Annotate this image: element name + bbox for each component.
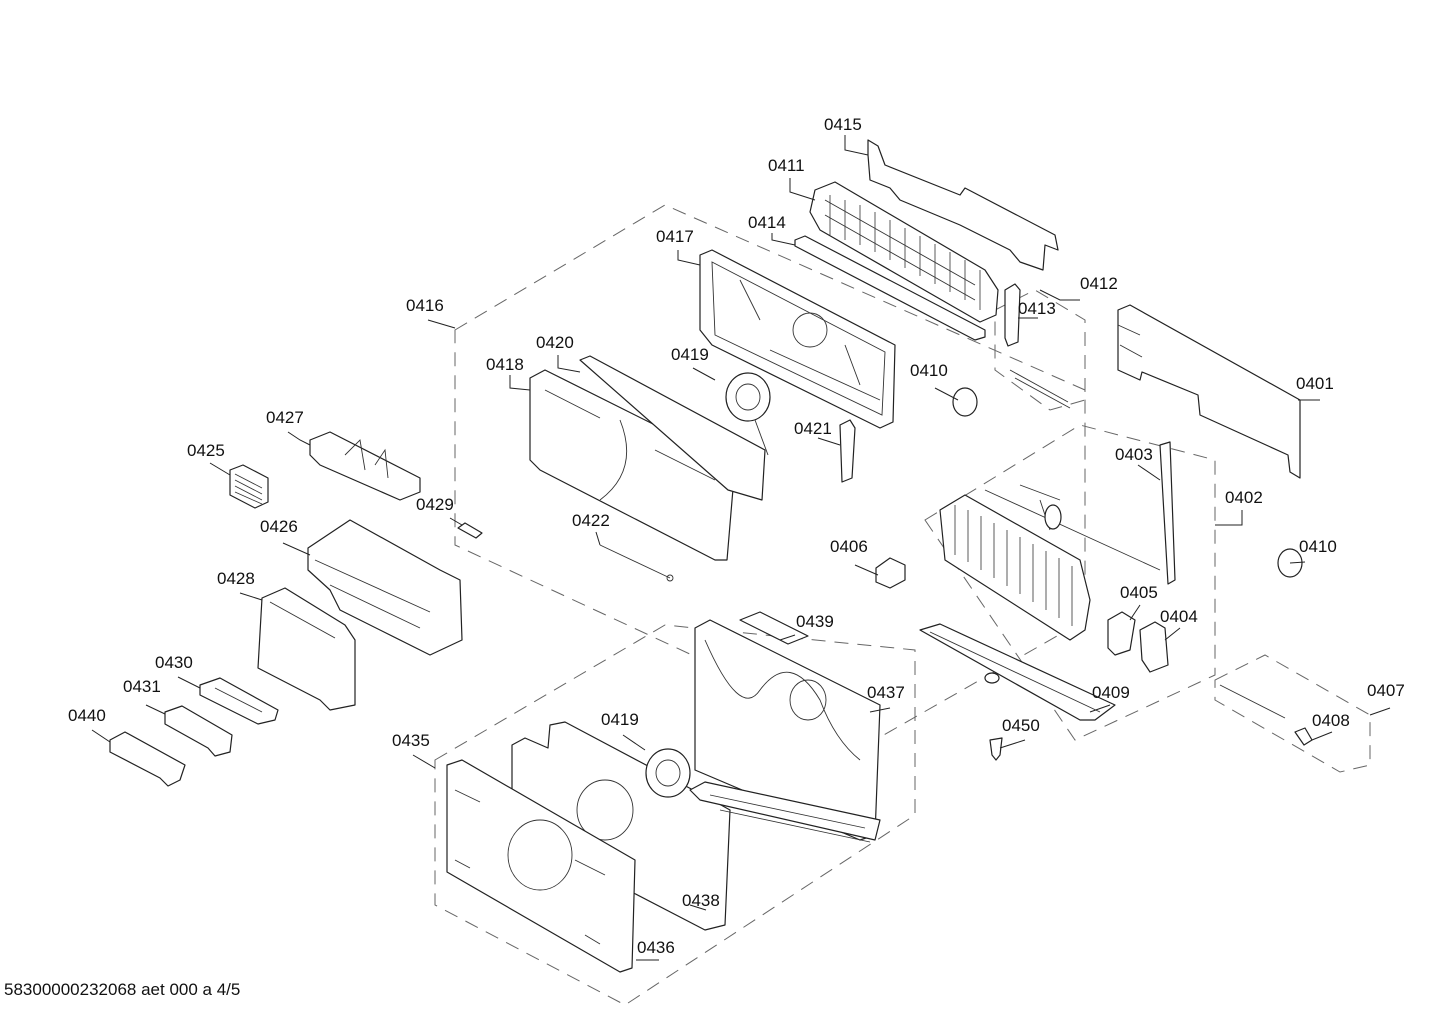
label-0437: 0437	[867, 683, 905, 702]
part-0411-evaporator-upper	[809, 181, 999, 323]
label-0438: 0438	[682, 891, 720, 910]
label-0416: 0416	[406, 296, 444, 315]
label-0411: 0411	[768, 156, 805, 175]
part-0425-grille	[229, 464, 269, 509]
label-0408: 0408	[1312, 711, 1350, 730]
part-0418-0420-control-housing	[529, 355, 766, 561]
part-0435-0436-rear-panel	[446, 759, 636, 973]
part-0405-0404-switches	[1107, 611, 1169, 673]
outline-lower-group	[434, 624, 916, 1006]
label-0419-upper: 0419	[671, 345, 709, 364]
part-0427-lid	[309, 431, 421, 501]
label-0439: 0439	[796, 612, 834, 631]
part-0422-wire	[599, 544, 674, 582]
part-0450-plug	[989, 737, 1003, 761]
label-0410-upper: 0410	[910, 361, 948, 380]
label-0406: 0406	[830, 537, 868, 556]
label-0413: 0413	[1018, 299, 1056, 318]
label-0410-lower: 0410	[1299, 537, 1337, 556]
part-0401-cover	[1117, 304, 1301, 479]
label-0430: 0430	[155, 653, 193, 672]
part-0406-block	[875, 557, 906, 589]
label-0414: 0414	[748, 213, 786, 232]
label-0429: 0429	[416, 495, 454, 514]
label-0418: 0418	[486, 355, 524, 374]
part-0417-frame	[699, 249, 896, 429]
outline-sensor-group	[1214, 654, 1371, 773]
part-0421-bracket	[839, 419, 856, 483]
part-0415-cover	[867, 139, 1059, 271]
outline-evaporator-group	[924, 424, 1216, 741]
part-0407-0408-sensor	[1219, 684, 1313, 746]
part-0412-0413-tubes	[1004, 283, 1071, 409]
label-0426: 0426	[260, 517, 298, 536]
label-0417: 0417	[656, 227, 694, 246]
label-0420: 0420	[536, 333, 574, 352]
label-0427: 0427	[266, 408, 304, 427]
label-0403: 0403	[1115, 445, 1153, 464]
label-0402: 0402	[1225, 488, 1263, 507]
part-0430-drawer-front	[199, 677, 279, 725]
label-0419-lower: 0419	[601, 710, 639, 729]
leader-lines	[91, 135, 1391, 961]
label-0428: 0428	[217, 569, 255, 588]
part-labels: 0401 0402 0403 0404 0405 0406 0407 0408 …	[68, 115, 1405, 957]
part-0414-strip	[794, 235, 986, 341]
part-0402-0403-evaporator	[939, 441, 1176, 641]
part-0429-small-part	[457, 522, 483, 539]
outline-0413-group	[994, 289, 1086, 411]
label-0431: 0431	[123, 677, 161, 696]
part-0419-fan-upper	[725, 372, 771, 456]
label-0405: 0405	[1120, 583, 1158, 602]
label-0421: 0421	[794, 419, 832, 438]
label-0436: 0436	[637, 938, 675, 957]
part-0440-cover	[109, 731, 186, 787]
label-0412: 0412	[1080, 274, 1118, 293]
label-0401: 0401	[1296, 374, 1334, 393]
part-0428-duct	[257, 587, 356, 711]
part-0431-handle	[164, 705, 233, 757]
label-0450: 0450	[1002, 716, 1040, 735]
label-0440: 0440	[68, 706, 106, 725]
label-0404: 0404	[1160, 607, 1198, 626]
label-0435: 0435	[392, 731, 430, 750]
label-0407: 0407	[1367, 681, 1405, 700]
label-0425: 0425	[187, 441, 225, 460]
document-footer-id: 58300000232068 aet 000 a 4/5	[4, 980, 241, 999]
part-0410-knob-upper	[952, 387, 978, 417]
label-0422: 0422	[572, 511, 610, 530]
label-0415: 0415	[824, 115, 862, 134]
part-0419-fan-lower	[645, 748, 691, 798]
part-0409-tray	[919, 623, 1116, 721]
label-0409: 0409	[1092, 683, 1130, 702]
part-0439-tray	[689, 781, 881, 843]
part-0426-housing	[307, 519, 463, 656]
